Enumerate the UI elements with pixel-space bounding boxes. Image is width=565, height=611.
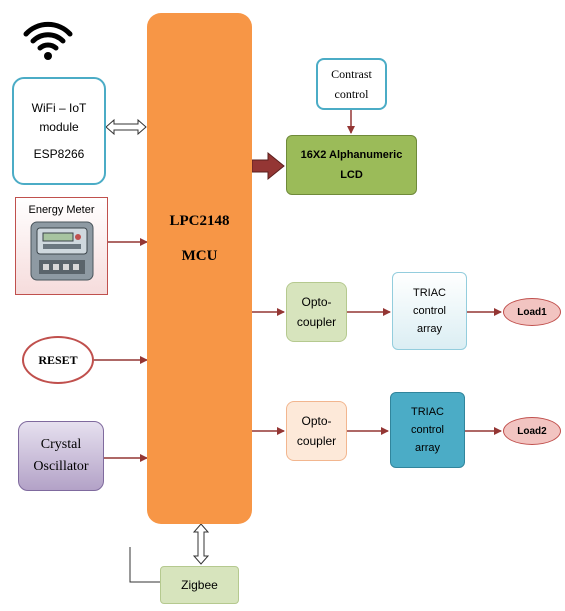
opto1-line1: Opto- [301, 295, 332, 309]
reset-label: RESET [38, 352, 78, 367]
wifi-iot-module-block: WiFi – IoT module ESP8266 [12, 77, 106, 185]
triac1-line2: control [412, 305, 447, 317]
triac1-line3: array [416, 323, 443, 335]
lcd-line2: LCD [340, 169, 363, 181]
triac-control-array-2-block: TRIAC control array [390, 392, 465, 468]
mcu-line2: MCU [181, 247, 218, 264]
opto-coupler-2-block: Opto- coupler [286, 401, 347, 461]
contrast-line1: Contrast [331, 67, 372, 81]
load2-label: Load2 [517, 425, 547, 437]
triac1-line1: TRIAC [413, 287, 446, 299]
contrast-line2: control [334, 87, 369, 101]
energy-meter-icon [30, 221, 93, 281]
energy-meter-block: Energy Meter [15, 197, 108, 295]
crystal-oscillator-block: Crystal Oscillator [18, 421, 104, 491]
opto2-line2: coupler [296, 434, 337, 448]
load1-block: Load1 [503, 298, 561, 326]
wifi-line1: WiFi – IoT [31, 100, 87, 115]
load2-block: Load2 [503, 417, 561, 445]
opto2-line1: Opto- [301, 414, 332, 428]
wifi-mcu-bus-arrow [105, 118, 147, 136]
contrast-control-block: Contrast control [316, 58, 387, 110]
mcu-lcd-arrow [251, 151, 285, 181]
triac2-line1: TRIAC [411, 406, 444, 418]
triac-control-array-1-block: TRIAC control array [392, 272, 467, 350]
opto1-line2: coupler [296, 315, 337, 329]
wifi-icon [22, 18, 74, 62]
mcu-line1: LPC2148 [169, 212, 230, 229]
energy-meter-label: Energy Meter [28, 204, 95, 216]
lcd-line1: 16X2 Alphanumeric [300, 149, 403, 161]
wifi-line2: module [39, 119, 79, 134]
lcd-block: 16X2 Alphanumeric LCD [286, 135, 417, 195]
reset-block: RESET [22, 336, 94, 384]
crystal-line2: Oscillator [33, 459, 89, 474]
crystal-line1: Crystal [40, 437, 82, 452]
mcu-block: LPC2148 MCU [147, 13, 252, 524]
load1-label: Load1 [517, 306, 547, 318]
triac2-line2: control [410, 424, 445, 436]
mcu-zigbee-bus-arrow [192, 523, 210, 565]
opto-coupler-1-block: Opto- coupler [286, 282, 347, 342]
zigbee-block: Zigbee [160, 566, 239, 604]
zigbee-label: Zigbee [181, 578, 218, 592]
wifi-line3: ESP8266 [33, 146, 85, 161]
zigbee-antenna-line [129, 547, 160, 583]
triac2-line3: array [414, 442, 441, 454]
